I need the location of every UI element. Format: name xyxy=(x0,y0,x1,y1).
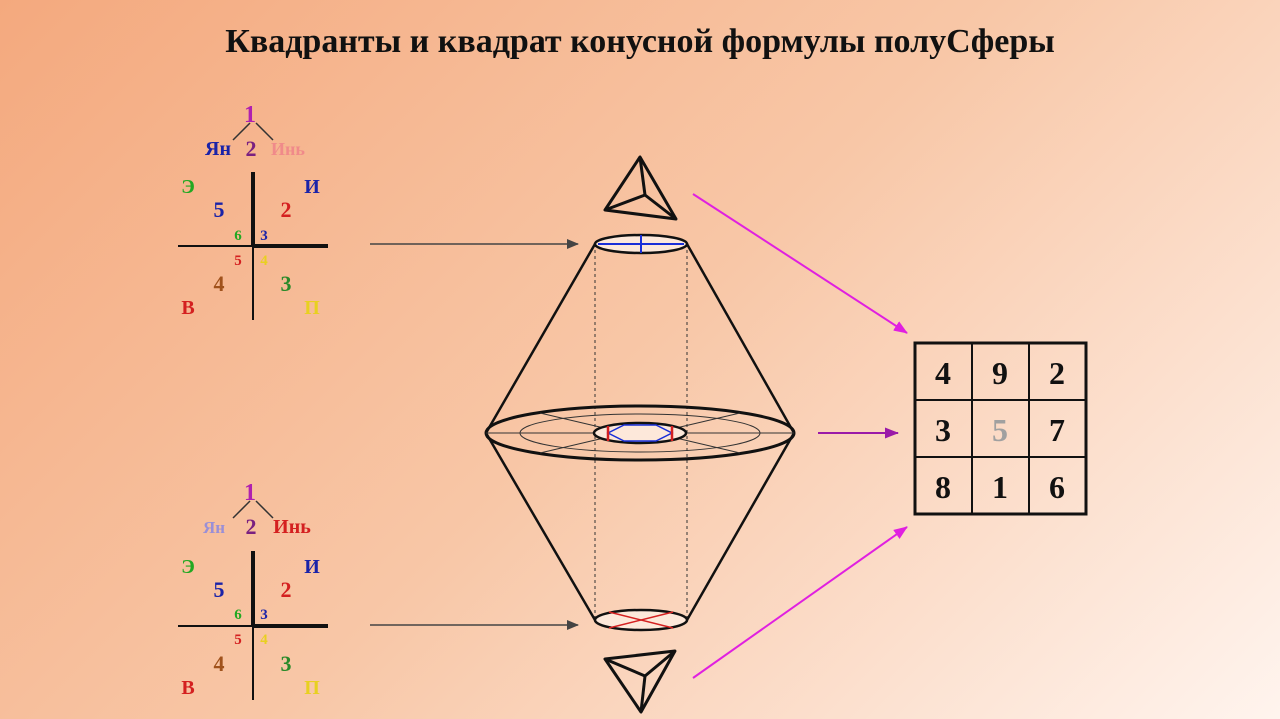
bottom-ellipse-red-cross xyxy=(608,611,674,629)
bottom-one-label: 1 xyxy=(244,480,256,506)
bottom-quadrant-diagram: 1 Ян 2 Инь Э И В П 5 2 4 3 6 3 5 4 xyxy=(178,480,328,700)
top-branch-right xyxy=(255,122,274,141)
top-quadrant-diagram: 1 Ян 2 Инь Э И В П 5 2 4 3 6 3 5 4 xyxy=(178,102,328,320)
top-tetrahedron-icon xyxy=(603,155,678,221)
bottom-big-3: 3 xyxy=(281,651,292,676)
middle-spokes xyxy=(486,412,794,454)
top-p-label: П xyxy=(304,297,320,319)
square-cell: 9 xyxy=(992,355,1008,391)
bottom-big-2: 2 xyxy=(281,577,292,602)
top-i-label: И xyxy=(304,176,320,198)
top-yan-label: Ян xyxy=(205,138,231,160)
cone-edge xyxy=(484,243,597,434)
square-cell: 6 xyxy=(1049,469,1065,505)
bottom-e-label: Э xyxy=(181,556,195,578)
bottom-yin-label: Инь xyxy=(273,516,311,538)
square-cell: 4 xyxy=(935,355,951,391)
bottom-v-label: В xyxy=(181,677,194,699)
bottom-yan-label: Ян xyxy=(203,518,225,537)
cone-edge xyxy=(685,432,796,621)
square-cell: 1 xyxy=(992,469,1008,505)
top-big-2: 2 xyxy=(281,197,292,222)
double-cone-diagram xyxy=(484,233,796,632)
top-yin-label: Инь xyxy=(271,139,305,159)
top-one-label: 1 xyxy=(244,102,256,128)
bottom-tetrahedron-icon xyxy=(603,649,677,714)
cone-edge xyxy=(685,243,796,434)
top-small-5: 5 xyxy=(234,253,242,269)
top-small-4: 4 xyxy=(260,253,268,269)
bottom-big-5: 5 xyxy=(214,577,225,602)
top-magenta-arrow xyxy=(692,193,908,334)
magic-square: 4 9 2 3 5 7 8 1 6 xyxy=(913,341,1088,516)
magic-square-border xyxy=(913,341,1088,516)
top-big-5: 5 xyxy=(214,197,225,222)
bottom-magenta-arrow xyxy=(692,526,908,679)
bottom-big-4: 4 xyxy=(214,651,225,676)
bottom-i-label: И xyxy=(304,556,320,578)
square-cell: 3 xyxy=(935,412,951,448)
bottom-branch-right xyxy=(255,500,274,519)
bottom-small-6: 6 xyxy=(234,607,242,623)
cone-edge xyxy=(484,432,597,621)
bottom-branch-left xyxy=(232,500,251,519)
top-two-label: 2 xyxy=(246,136,257,161)
bottom-small-4: 4 xyxy=(260,632,268,648)
square-cell: 7 xyxy=(1049,412,1065,448)
top-v-label: В xyxy=(181,297,194,319)
bottom-small-3: 3 xyxy=(260,607,268,623)
bottom-small-5: 5 xyxy=(234,632,242,648)
top-big-4: 4 xyxy=(214,271,225,296)
bottom-p-label: П xyxy=(304,677,320,699)
square-cell: 8 xyxy=(935,469,951,505)
top-e-label: Э xyxy=(181,176,195,198)
page-title: Квадранты и квадрат конусной формулы пол… xyxy=(225,23,1055,60)
square-cell-center: 5 xyxy=(992,412,1008,448)
square-cell: 2 xyxy=(1049,355,1065,391)
top-big-3: 3 xyxy=(281,271,292,296)
top-small-3: 3 xyxy=(260,228,268,244)
top-small-6: 6 xyxy=(234,228,242,244)
top-branch-left xyxy=(232,122,251,141)
bottom-two-label: 2 xyxy=(246,514,257,539)
